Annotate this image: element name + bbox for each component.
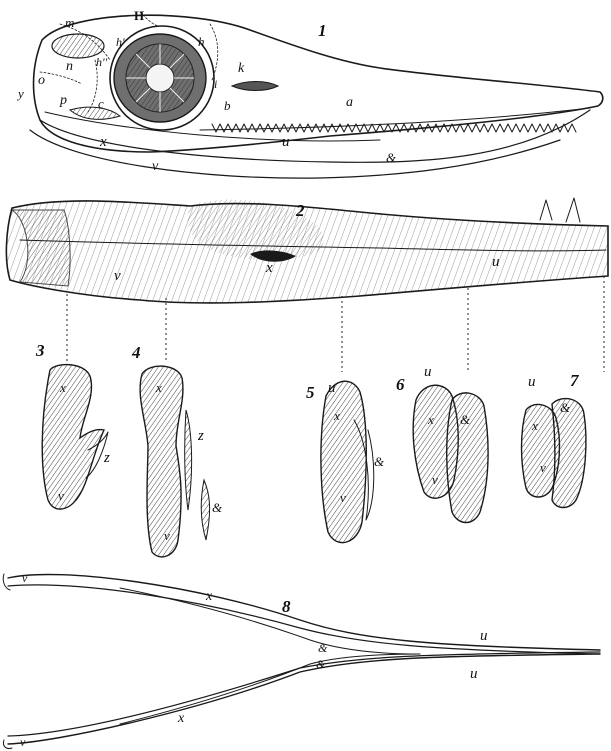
fig1-label-amp: &: [386, 150, 397, 165]
fig7-label-x: x: [531, 418, 538, 433]
fig1-label-b: b: [224, 98, 231, 113]
fig1-number: 1: [318, 21, 327, 40]
fig1-label-u: u: [282, 134, 290, 150]
fig5-label-x: x: [333, 408, 340, 423]
figure-6-section: 6 u x & v: [396, 364, 488, 523]
fig8-label-u-bottom: u: [470, 666, 478, 682]
fig1-label-n: n: [66, 59, 73, 74]
figure-2-mandible: 2 u v x: [6, 198, 608, 303]
fig2-label-u: u: [492, 254, 500, 270]
fig2-teeth: [540, 198, 580, 222]
figure-4-section: 4 x z & v: [131, 343, 223, 557]
fig4-label-x: x: [155, 380, 162, 395]
figure-1-skull: 1 H m h' h h'' n o y p c i k a b x u v &: [16, 8, 603, 178]
fig8-number: 8: [282, 597, 291, 616]
fig4-number: 4: [131, 343, 141, 362]
fig8-label-u-top: u: [480, 628, 488, 644]
fig5-label-v: v: [340, 490, 346, 505]
fig1-label-h-double: h'': [96, 55, 108, 69]
fig1-label-x: x: [99, 134, 107, 150]
fig6-number: 6: [396, 375, 405, 394]
fig8-label-v-top: v: [22, 571, 28, 585]
figure-8-mandible-outline: 8 v x u & & u x v: [3, 571, 600, 749]
fig1-label-k: k: [238, 61, 245, 76]
fig1-label-v: v: [152, 159, 159, 174]
fig8-label-v-bottom: v: [20, 735, 26, 749]
fig1-label-h-prime: h': [116, 35, 125, 49]
fig6-label-v: v: [432, 472, 438, 487]
fig5-label-u: u: [328, 380, 336, 396]
fig8-label-amp-bottom: &: [316, 657, 326, 671]
fig1-label-a: a: [346, 95, 353, 110]
fig4-label-amp: &: [212, 500, 223, 515]
fig1-label-H: H: [134, 8, 144, 23]
fig3-label-v: v: [58, 488, 64, 503]
fig4-label-z: z: [197, 428, 204, 444]
fig3-label-z: z: [103, 450, 110, 466]
fig1-label-p: p: [59, 93, 67, 108]
fig3-number: 3: [35, 341, 45, 360]
fig6-label-amp: &: [460, 412, 471, 427]
fig2-number: 2: [295, 201, 305, 220]
fig1-label-m: m: [65, 15, 74, 30]
fig7-number: 7: [570, 371, 580, 390]
fig5-number: 5: [306, 383, 315, 402]
fig2-label-x: x: [265, 260, 273, 276]
fig3-label-x: x: [59, 380, 66, 395]
fig4-label-v: v: [164, 528, 170, 543]
figure-7-section: 7 u & x v: [522, 371, 586, 508]
fig2-label-v: v: [114, 268, 121, 284]
figure-3-section: 3 x z v: [35, 341, 110, 509]
figure-5-section: 5 u x & v: [306, 380, 385, 543]
fig1-label-i: i: [214, 77, 217, 91]
fig8-label-x-bottom: x: [177, 711, 185, 726]
fig1-label-y: y: [16, 86, 24, 101]
fig7-label-amp: &: [560, 400, 571, 415]
fig7-label-v: v: [540, 460, 546, 475]
fig5-label-amp: &: [374, 454, 385, 469]
fig6-label-u: u: [424, 364, 432, 380]
fig1-label-h: h: [198, 34, 205, 49]
fig1-nostril: [232, 82, 278, 91]
fig1-label-c: c: [98, 96, 104, 111]
fig1-label-o: o: [38, 73, 45, 88]
fig6-label-x: x: [427, 412, 434, 427]
fig8-label-x-top: x: [205, 589, 213, 604]
fig8-label-amp-top: &: [318, 641, 328, 655]
fig7-label-u: u: [528, 374, 536, 390]
